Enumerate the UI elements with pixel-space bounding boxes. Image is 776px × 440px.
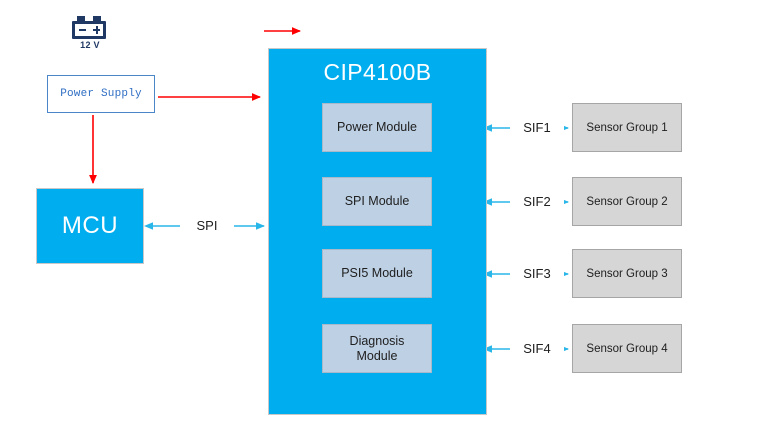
battery-minus-icon [79, 29, 86, 31]
module-power-label: Power Module [337, 120, 417, 134]
module-power: Power Module [322, 103, 432, 152]
module-psi5-label: PSI5 Module [341, 266, 413, 280]
sif1-label: SIF1 [510, 120, 564, 135]
sif4-label: SIF4 [510, 341, 564, 356]
mcu-label: MCU [61, 212, 119, 239]
sensor-group-3-label: Sensor Group 3 [586, 267, 668, 280]
spi-bus-label: SPI [180, 218, 234, 233]
sif2-label: SIF2 [510, 194, 564, 209]
power-supply-block: Power Supply [47, 75, 155, 113]
battery-body [72, 21, 106, 39]
sensor-group-4-label: Sensor Group 4 [586, 342, 668, 355]
module-diagnosis: Diagnosis Module [322, 324, 432, 373]
battery-voltage-label: 12 V [80, 40, 100, 50]
battery-plus-icon-v [96, 26, 98, 34]
sensor-group-1-label: Sensor Group 1 [586, 121, 668, 134]
module-spi: SPI Module [322, 177, 432, 226]
sif3-label: SIF3 [510, 266, 564, 281]
sensor-group-4-block: Sensor Group 4 [572, 324, 682, 373]
sensor-group-1-block: Sensor Group 1 [572, 103, 682, 152]
cip4100b-title: CIP4100B [323, 59, 432, 85]
module-diagnosis-label: Diagnosis Module [349, 333, 405, 363]
module-spi-label: SPI Module [344, 194, 410, 208]
mcu-block: MCU [36, 188, 144, 264]
sensor-group-2-label: Sensor Group 2 [586, 195, 668, 208]
sensor-group-2-block: Sensor Group 2 [572, 177, 682, 226]
module-psi5: PSI5 Module [322, 249, 432, 298]
car-battery-icon: 12 V [66, 12, 114, 54]
battery-terminal-cap-right [93, 16, 101, 21]
power-supply-label: Power Supply [60, 88, 142, 100]
sensor-group-3-block: Sensor Group 3 [572, 249, 682, 298]
cip4100b-block: CIP4100B Power Module SPI Module PSI5 Mo… [268, 48, 487, 415]
battery-terminal-cap-left [77, 16, 85, 21]
